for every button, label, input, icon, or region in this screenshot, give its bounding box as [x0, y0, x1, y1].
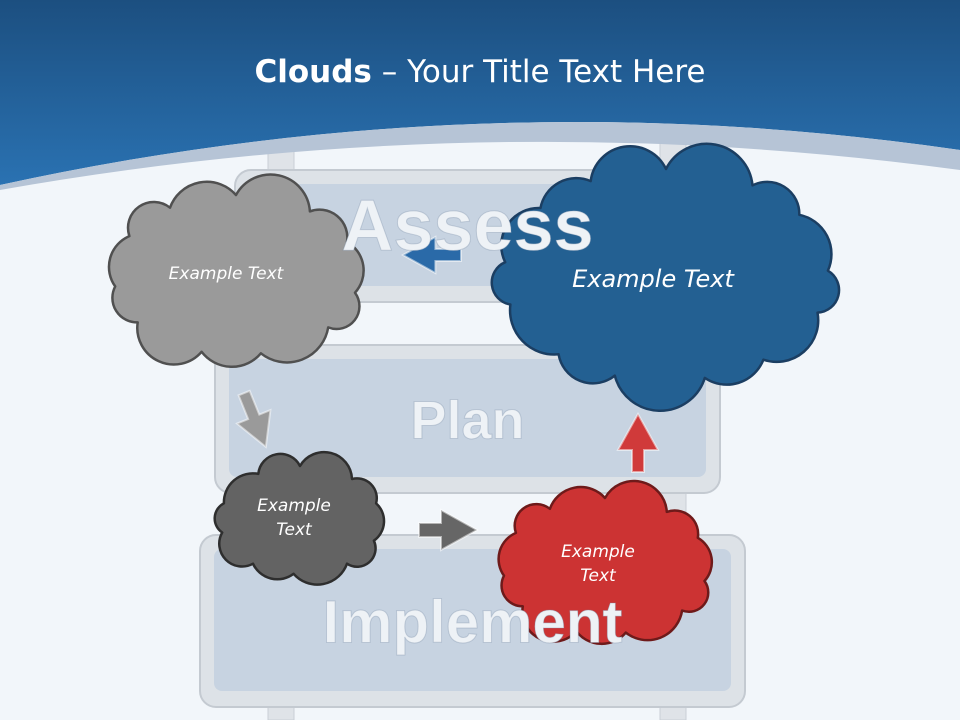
cloud-text-dark: Example Text	[257, 496, 331, 540]
cloud-gray	[107, 173, 365, 369]
arrow-right-icon	[418, 508, 480, 552]
header-swoosh	[0, 122, 960, 190]
cloud-dark	[213, 450, 386, 586]
sign-label: Assess	[341, 186, 593, 266]
title-bold: Clouds	[254, 54, 372, 90]
sign-label: Plan	[410, 390, 524, 450]
cloud-red	[497, 479, 714, 646]
cloud-text-red: Example Text	[561, 542, 635, 586]
arrow-left-icon	[400, 235, 462, 275]
arrow-up-icon	[616, 411, 660, 473]
sign-panel	[229, 359, 706, 477]
sign-label: Implement	[322, 589, 622, 656]
cloud-blue	[490, 142, 841, 412]
title-rest: – Your Title Text Here	[371, 54, 706, 90]
cloud-text-blue: Example Text	[572, 265, 734, 294]
cloud-text-gray: Example Text	[168, 264, 284, 285]
arrow-down-right-icon	[235, 389, 272, 449]
header-band	[0, 0, 960, 185]
slide-title: Clouds – Your Title Text Here	[0, 54, 960, 90]
